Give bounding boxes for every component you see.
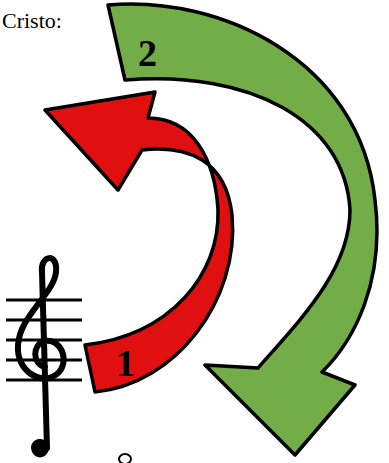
treble-clef-tail [33,441,47,456]
red-arrow [45,92,233,392]
callout-number: 1 [116,344,135,382]
note-head [119,454,131,463]
heading-label: Cristo: [2,10,62,32]
callout-number: 2 [138,34,157,72]
treble-clef [18,258,64,448]
green-arrow [108,4,377,455]
